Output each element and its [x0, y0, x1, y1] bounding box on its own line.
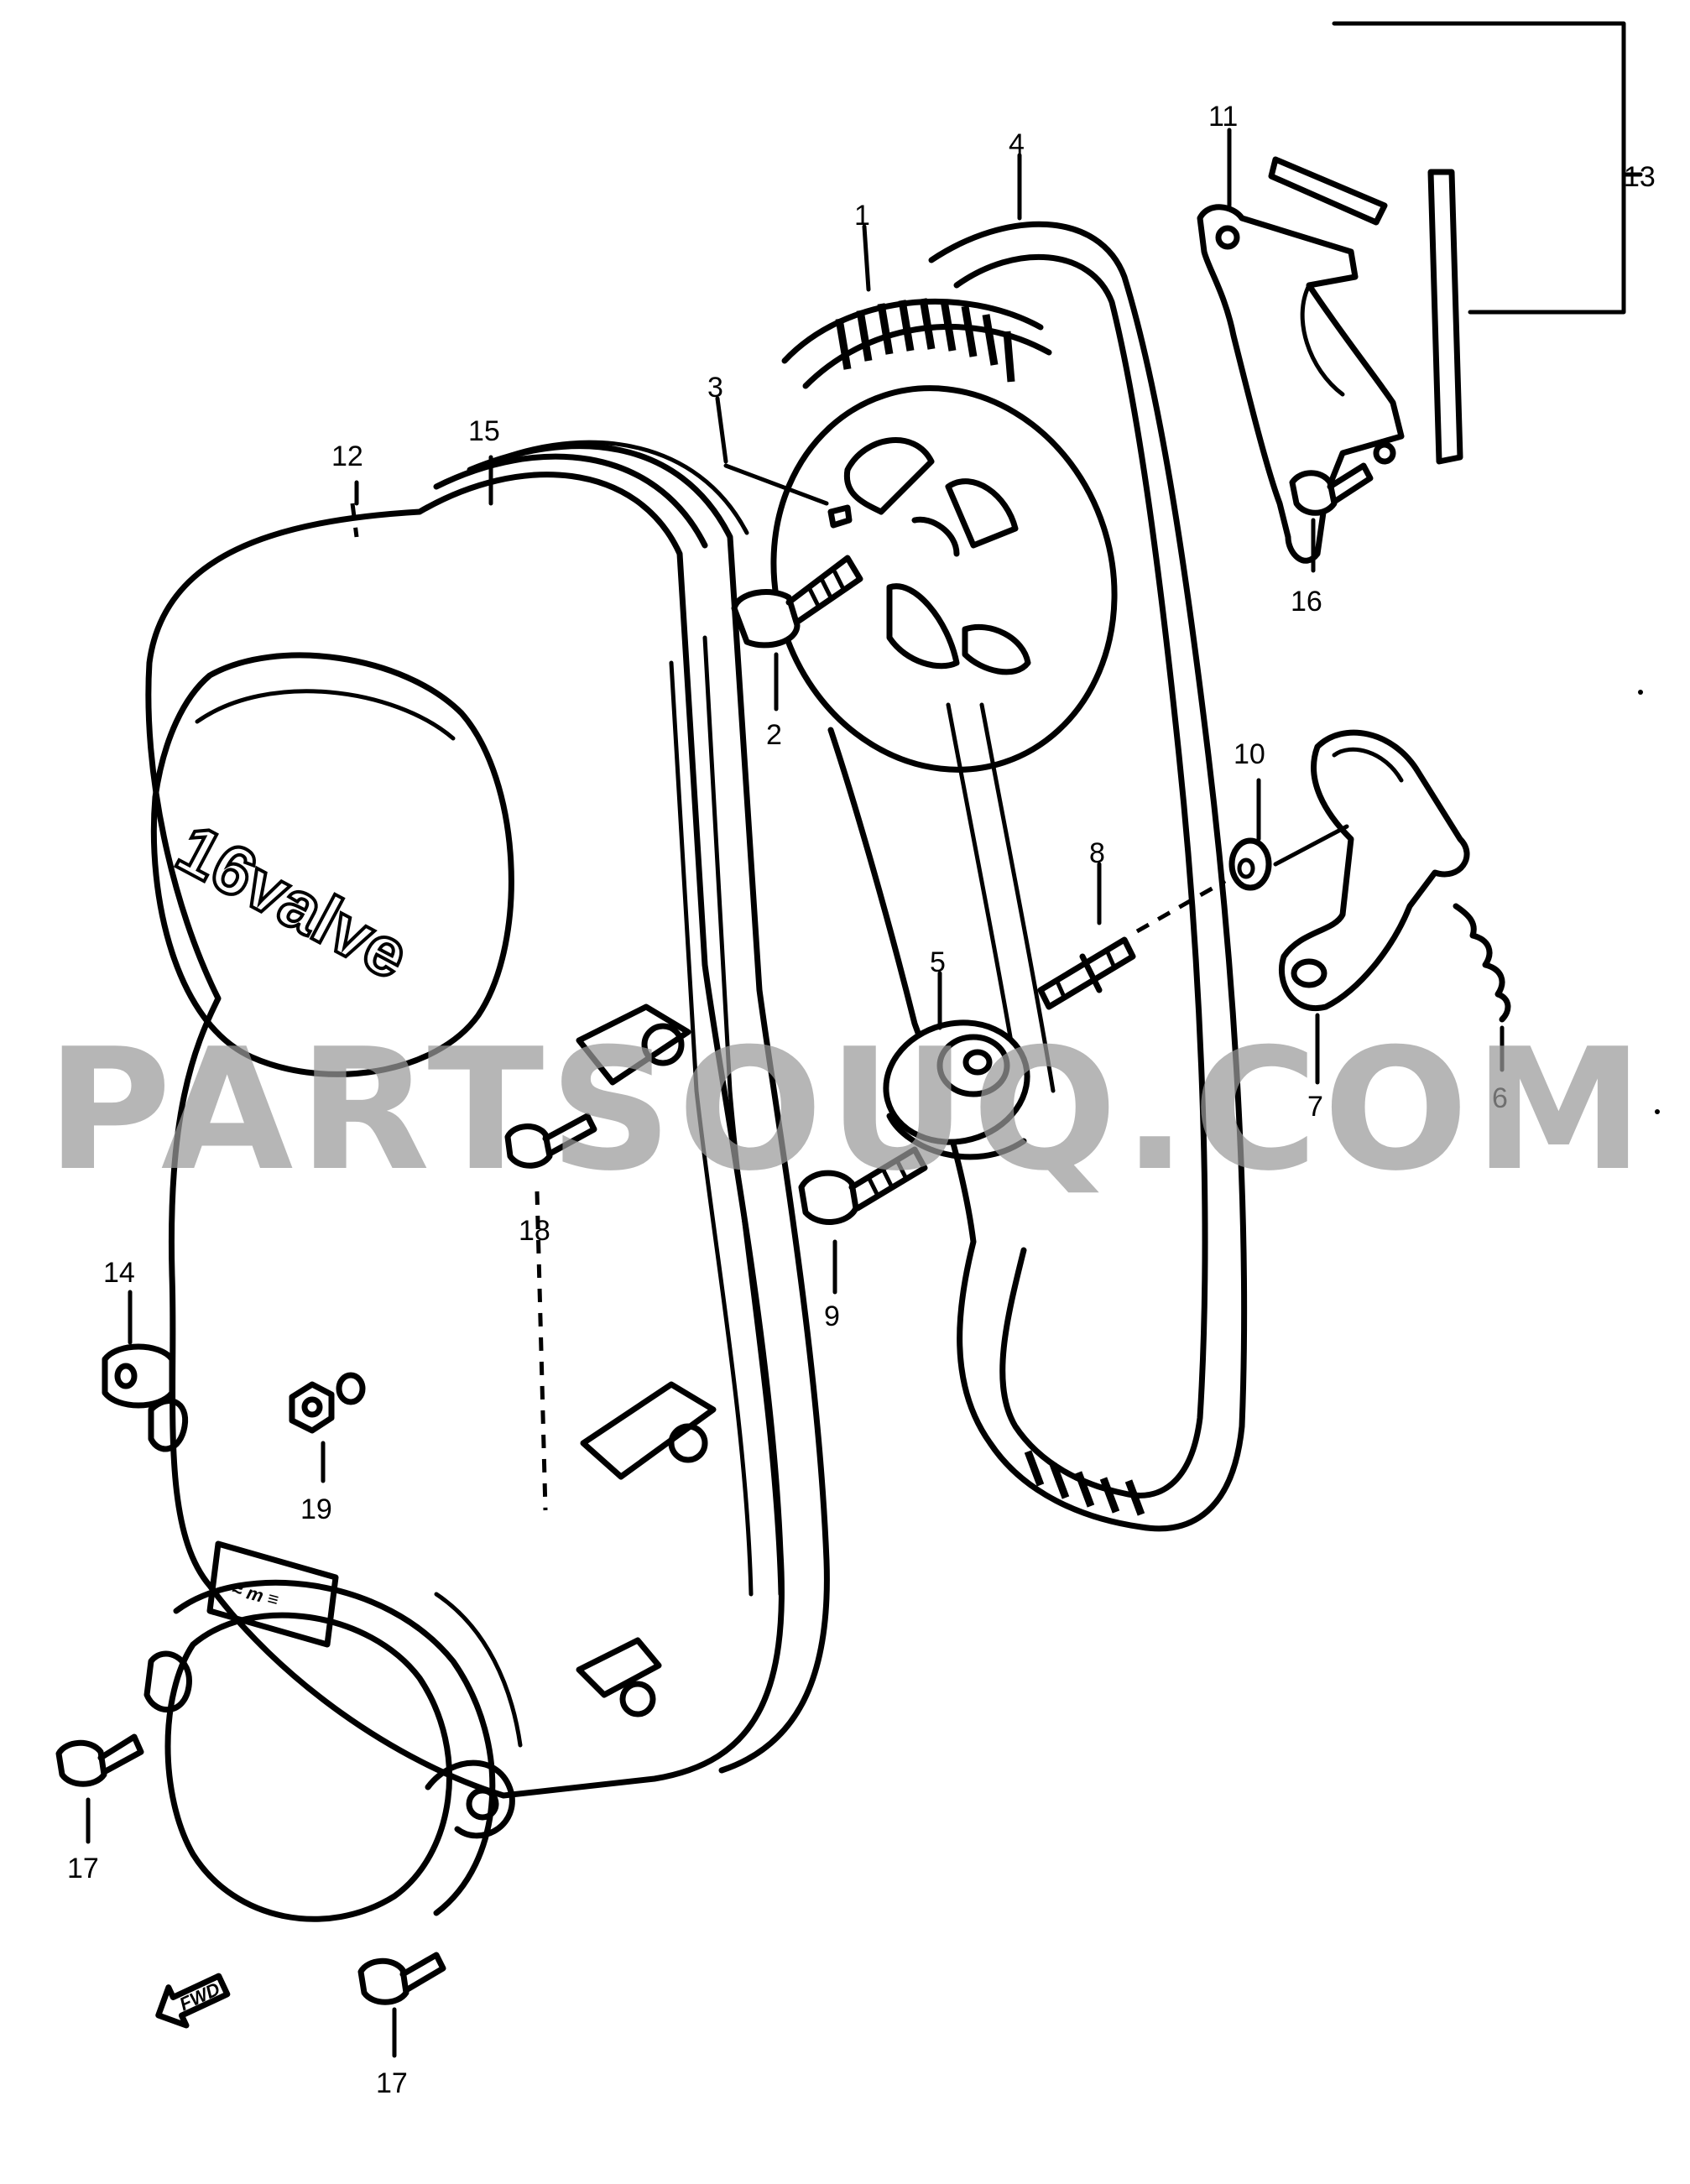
pulley-pin[interactable] — [827, 504, 853, 529]
callout-19: 19 — [300, 1493, 332, 1525]
leader-dash-18 — [535, 1191, 548, 1511]
nut-and-washer[interactable] — [289, 1372, 366, 1434]
callout-1: 1 — [854, 200, 870, 232]
callout-5: 5 — [930, 946, 946, 978]
bracket-bolt[interactable] — [1289, 462, 1374, 516]
belt-teeth — [1024, 1450, 1145, 1516]
callout-8: 8 — [1089, 837, 1105, 869]
camshaft-pulley[interactable] — [725, 298, 1164, 815]
callout-3: 3 — [707, 372, 723, 404]
cover-bolt-upper[interactable] — [504, 1113, 597, 1169]
washer[interactable] — [1228, 837, 1272, 891]
callout-4: 4 — [1009, 128, 1025, 160]
grommet[interactable] — [102, 1343, 175, 1409]
key-set[interactable] — [1268, 21, 1643, 465]
tensioner-plate[interactable] — [1273, 729, 1470, 1012]
callout-14: 14 — [103, 1257, 135, 1289]
callout-15: 15 — [468, 415, 500, 447]
callout-17-left: 17 — [67, 1853, 99, 1884]
callout-7: 7 — [1307, 1091, 1323, 1123]
callout-leaders — [86, 128, 1505, 2058]
tensioner-bolt[interactable] — [798, 1146, 928, 1225]
bracket[interactable] — [1197, 204, 1405, 564]
callout-9: 9 — [824, 1300, 840, 1332]
leader-dash-12 — [350, 503, 359, 538]
cover-bolt-left[interactable] — [55, 1733, 144, 1787]
callout-11: 11 — [1208, 101, 1238, 133]
callout-6: 6 — [1492, 1082, 1508, 1114]
callout-10: 10 — [1234, 738, 1265, 770]
callout-2: 2 — [766, 719, 782, 751]
callout-17-bottom: 17 — [376, 2067, 408, 2099]
forward-direction-marker: FWD — [155, 1973, 231, 2029]
callout-13: 13 — [1624, 161, 1656, 193]
watermark: PARTSOUQ.COM — [46, 1013, 1649, 1208]
pulley-bolt[interactable] — [731, 555, 863, 649]
tensioner-spring[interactable] — [1453, 903, 1511, 1023]
pulley-teeth — [835, 298, 1015, 383]
callout-numbers: 1 2 3 4 5 6 7 8 9 10 11 12 13 14 15 16 1… — [67, 101, 1656, 2099]
tensioner-stud[interactable] — [1037, 936, 1136, 1010]
leader-dash-8-10 — [1135, 878, 1227, 934]
callout-16: 16 — [1291, 586, 1322, 618]
callout-18: 18 — [519, 1215, 550, 1247]
callout-12: 12 — [331, 440, 363, 472]
cover-bolt-bottom[interactable] — [357, 1952, 446, 2005]
